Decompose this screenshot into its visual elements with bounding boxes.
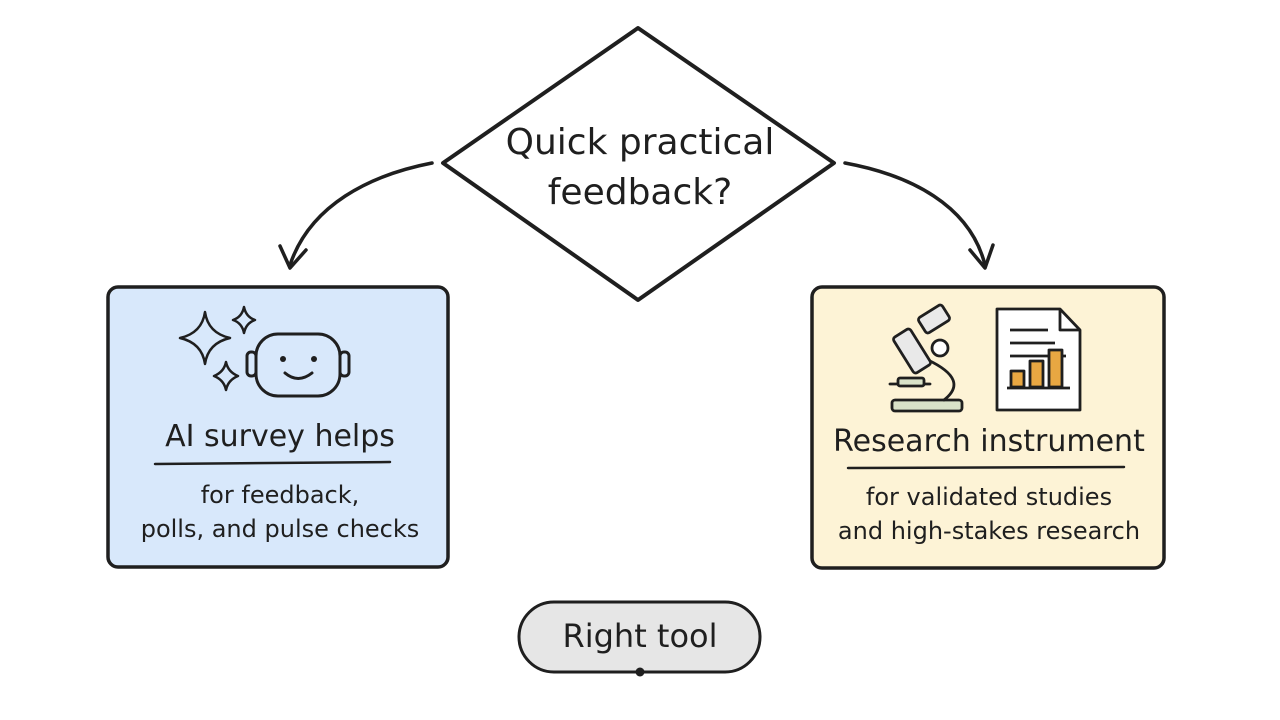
arrow-left-head bbox=[278, 244, 308, 270]
decision-label: Quick practical feedback? bbox=[490, 118, 790, 218]
arrow-right bbox=[843, 161, 987, 267]
left-card-desc-line-1: for feedback, bbox=[200, 481, 360, 509]
decision-line-1: Quick practical bbox=[505, 122, 775, 163]
decision-diamond bbox=[441, 26, 836, 302]
arrow-left bbox=[288, 161, 434, 267]
microscope-icon bbox=[888, 303, 964, 413]
right-card-description: for validated studies and high-stakes re… bbox=[822, 480, 1156, 548]
left-title-underline bbox=[153, 460, 392, 466]
left-card-title: AI survey helps bbox=[165, 419, 395, 454]
decision-line-2: feedback? bbox=[547, 172, 733, 213]
robot-face-icon bbox=[245, 332, 351, 398]
arrow-right-head bbox=[968, 243, 995, 270]
left-card-description: for feedback, polls, and pulse checks bbox=[120, 478, 440, 546]
right-card-desc-line-2: and high-stakes research bbox=[837, 517, 1141, 545]
sparkle-icon bbox=[178, 305, 257, 392]
outcome-label: Right tool bbox=[562, 617, 718, 655]
left-card-desc-line-2: polls, and pulse checks bbox=[140, 515, 420, 543]
left-card bbox=[106, 285, 450, 569]
bar-chart-document-icon bbox=[995, 307, 1082, 412]
right-title-underline bbox=[846, 465, 1126, 470]
right-card-desc-line-1: for validated studies bbox=[865, 483, 1113, 511]
right-card-title: Research instrument bbox=[833, 424, 1145, 459]
outcome-connector-dot bbox=[635, 667, 645, 677]
